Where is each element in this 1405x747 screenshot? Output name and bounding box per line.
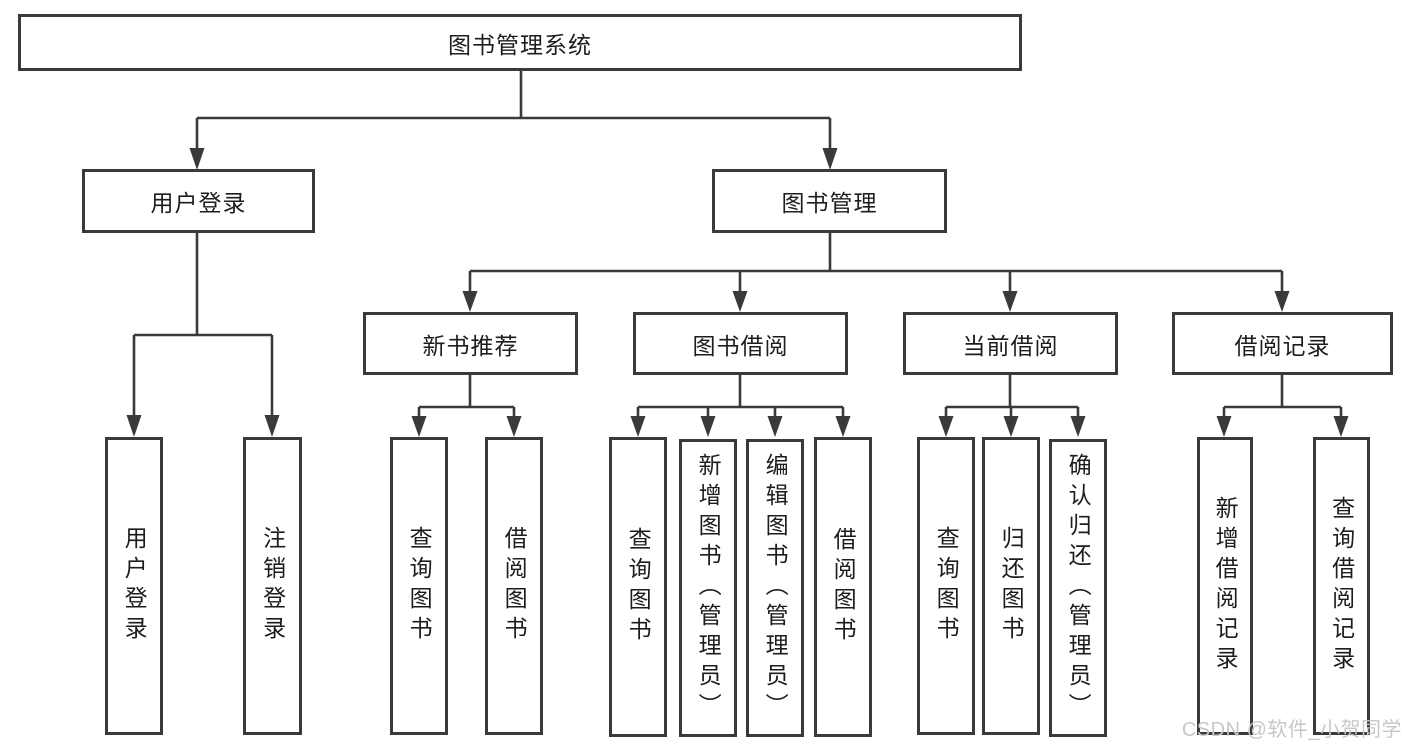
node-add-books-admin: 新增图书（管理员） xyxy=(679,439,737,737)
node-label: 借阅记录 xyxy=(1234,332,1331,359)
node-label: 借阅图书 xyxy=(830,527,857,647)
node-query-borrow-record: 查询借阅记录 xyxy=(1313,437,1370,735)
node-label: 新增借阅记录 xyxy=(1212,496,1239,676)
node-confirm-return-admin: 确认归还（管理员） xyxy=(1049,439,1107,737)
node-borrow-books-leaf: 借阅图书 xyxy=(814,437,872,737)
node-borrow-books-recommend: 借阅图书 xyxy=(485,437,543,735)
node-query-books-borrow: 查询图书 xyxy=(609,437,667,737)
node-label: 图书管理 xyxy=(781,190,878,216)
node-label: 归还图书 xyxy=(998,526,1025,646)
node-user-login-branch: 用户登录 xyxy=(82,169,315,233)
node-label: 查询图书 xyxy=(406,526,433,646)
node-label: 用户登录 xyxy=(150,190,247,216)
node-label: 注销登录 xyxy=(259,526,286,646)
node-user-login-leaf: 用户登录 xyxy=(105,437,163,735)
node-book-management: 图书管理 xyxy=(712,169,947,233)
node-label: 新增图书（管理员） xyxy=(695,453,722,723)
node-label: 确认归还（管理员） xyxy=(1065,453,1092,723)
node-query-books-recommend: 查询图书 xyxy=(390,437,448,735)
arrowhead-icons xyxy=(126,148,1349,437)
node-edit-books-admin: 编辑图书（管理员） xyxy=(746,439,804,737)
node-logout-leaf: 注销登录 xyxy=(243,437,302,735)
node-label: 查询图书 xyxy=(625,527,652,647)
node-label: 新书推荐 xyxy=(422,332,519,359)
node-borrow-records: 借阅记录 xyxy=(1172,312,1393,375)
node-label: 图书借阅 xyxy=(692,332,789,359)
node-current-borrow: 当前借阅 xyxy=(903,312,1118,375)
watermark: CSDN @软件_小贺同学 xyxy=(1181,719,1402,741)
node-label: 用户登录 xyxy=(121,526,148,646)
node-label: 编辑图书（管理员） xyxy=(762,453,789,723)
node-add-borrow-record: 新增借阅记录 xyxy=(1197,437,1253,735)
node-label: 图书管理系统 xyxy=(448,31,592,58)
node-new-book-recommend: 新书推荐 xyxy=(363,312,578,375)
node-root-library-system: 图书管理系统 xyxy=(18,14,1022,71)
node-book-borrow: 图书借阅 xyxy=(633,312,848,375)
node-label: 查询图书 xyxy=(933,526,960,646)
node-label: 借阅图书 xyxy=(501,526,528,646)
node-label: 当前借阅 xyxy=(962,332,1059,359)
node-query-books-current: 查询图书 xyxy=(917,437,975,735)
node-return-books: 归还图书 xyxy=(982,437,1040,735)
node-label: 查询借阅记录 xyxy=(1328,496,1355,676)
